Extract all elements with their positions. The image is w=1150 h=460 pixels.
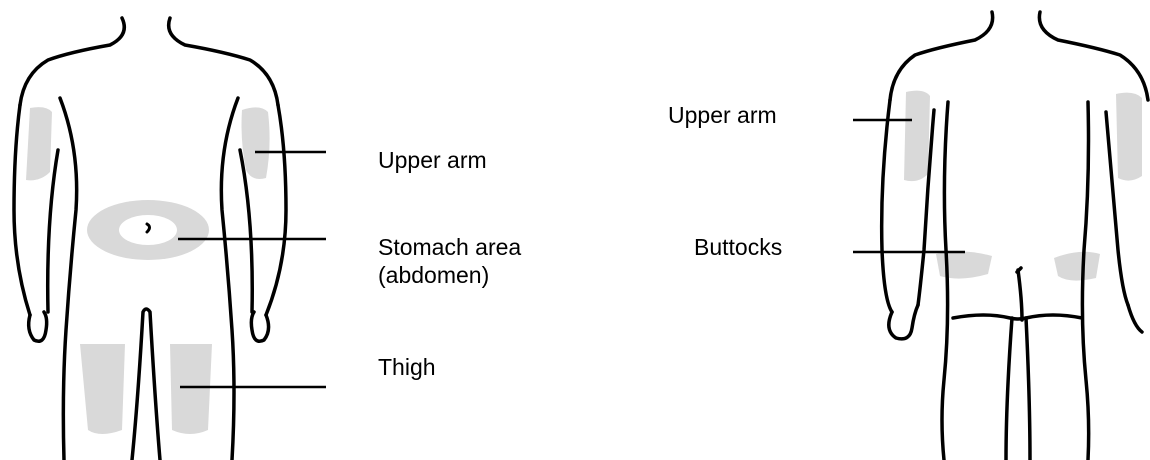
buttocks-label: Buttocks bbox=[694, 233, 782, 261]
back-upper-arm-zone-left bbox=[904, 91, 930, 181]
stomach-area-label-line2: (abdomen) bbox=[378, 261, 521, 289]
front-thigh-zone-right bbox=[170, 344, 212, 434]
thigh-label: Thigh bbox=[378, 353, 436, 381]
front-thigh-zone-left bbox=[80, 344, 125, 434]
front-upper-arm-zone-left bbox=[26, 107, 52, 180]
back-upper-arm-zone-right bbox=[1116, 93, 1142, 181]
buttocks-zone-left bbox=[936, 251, 992, 278]
back-figure bbox=[853, 12, 1148, 460]
buttocks-zone-right bbox=[1054, 252, 1100, 281]
front-upper-arm-zone-right bbox=[242, 107, 270, 179]
stomach-area-label-line1: Stomach area bbox=[378, 233, 521, 261]
back-body-outline bbox=[882, 12, 1148, 460]
stomach-area-label: Stomach area (abdomen) bbox=[378, 233, 521, 289]
front-upper-arm-label: Upper arm bbox=[378, 146, 487, 174]
front-figure bbox=[14, 18, 326, 460]
back-upper-arm-label: Upper arm bbox=[668, 101, 777, 129]
